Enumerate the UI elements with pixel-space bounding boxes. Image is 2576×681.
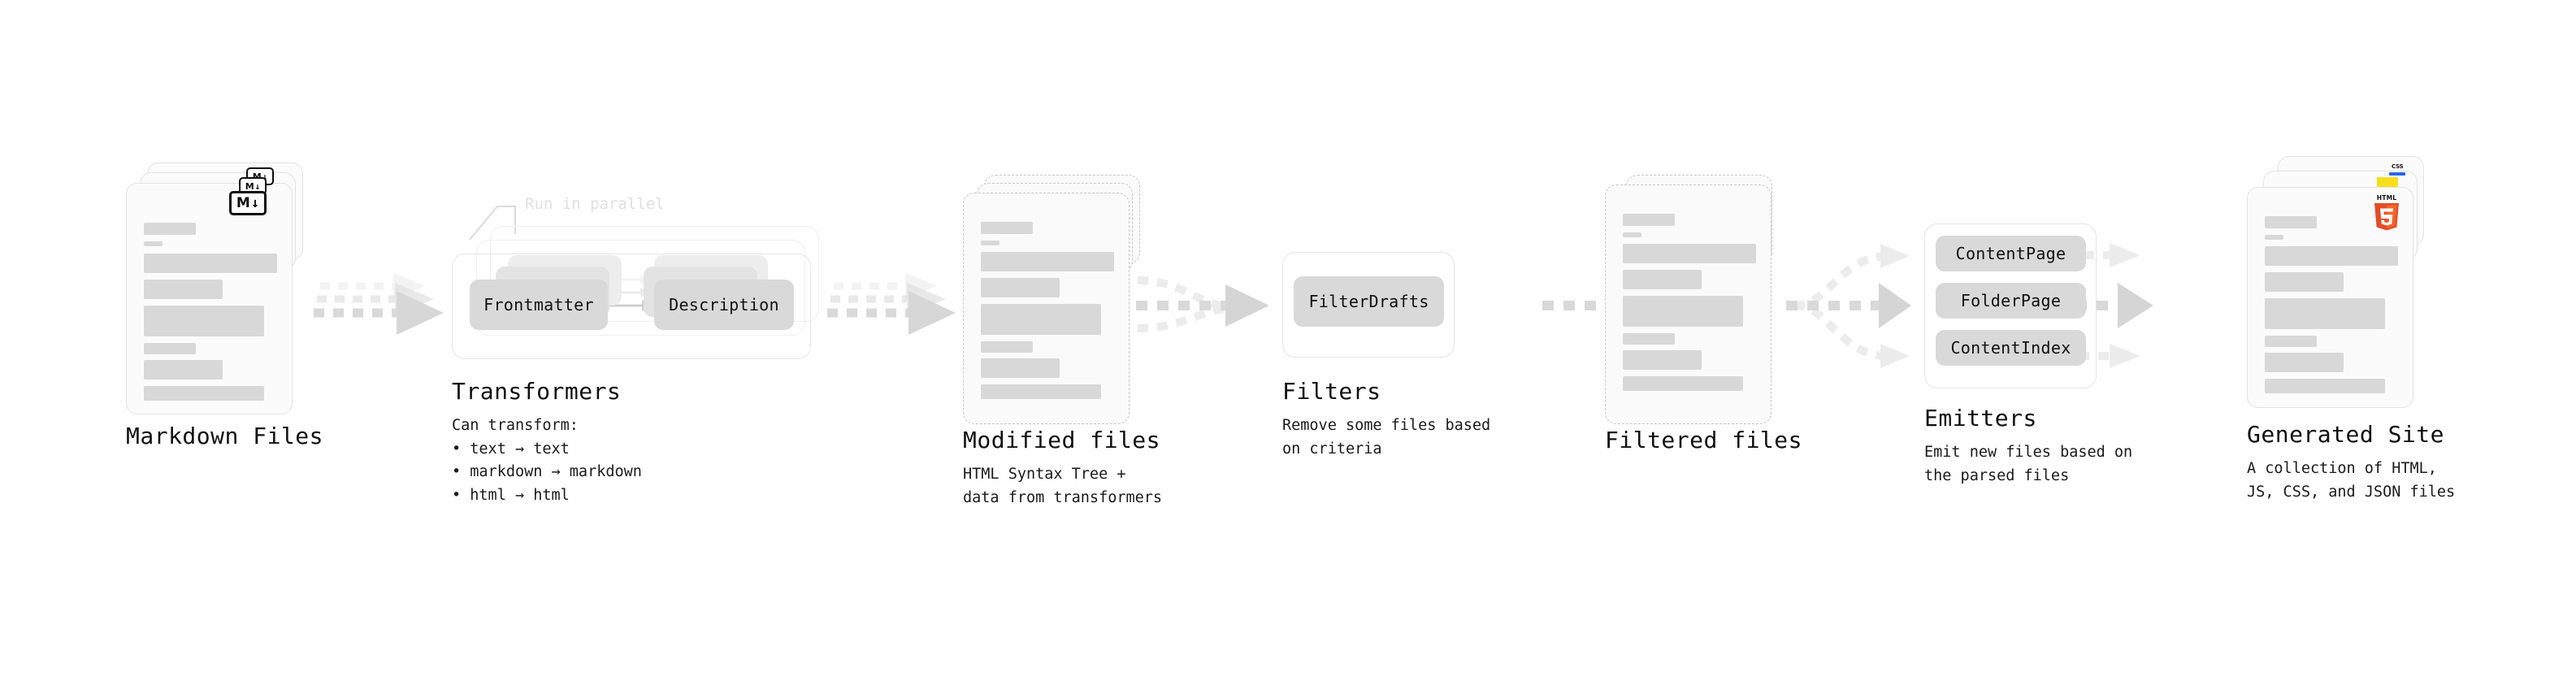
transformers-title: Transformers <box>452 378 622 405</box>
generated-site-title: Generated Site <box>2247 421 2445 448</box>
filtered-files-title: Filtered files <box>1605 427 1803 453</box>
skeleton-sub <box>1623 232 1641 237</box>
skeleton-line <box>144 386 264 401</box>
skeleton-line <box>144 343 196 354</box>
skeleton-sub <box>2265 235 2283 240</box>
skeleton-line <box>1623 270 1702 289</box>
arrow-markdown-to-transformers <box>314 273 444 335</box>
skeleton-line <box>2265 246 2398 266</box>
transformers-desc: Can transform: • text → text • markdown … <box>452 417 642 505</box>
emitter-chip-contentindex[interactable]: ContentIndex <box>1936 330 2086 366</box>
skeleton-line <box>144 280 223 299</box>
emitters-title: Emitters <box>1924 405 2037 432</box>
filters-desc: Remove some files based on criteria <box>1282 417 1491 458</box>
skeleton-line <box>981 304 1101 335</box>
generated-site-card-stack: CSS HTML <box>2247 156 2458 416</box>
skeleton-line <box>1623 376 1743 391</box>
markdown-badge-letter: M <box>236 194 250 211</box>
html5-shield-icon: HTML <box>2374 194 2399 231</box>
transformer-chip-description[interactable]: Description <box>654 280 794 330</box>
skeleton-line <box>981 341 1033 353</box>
skeleton-line <box>2265 272 2344 292</box>
skeleton-line <box>144 306 264 336</box>
skeleton-line <box>981 252 1114 271</box>
emitter-chip-folderpage[interactable]: FolderPage <box>1936 283 2086 319</box>
transformer-chip-frontmatter[interactable]: Frontmatter <box>470 280 608 330</box>
markdown-files-card-stack: M ↓ M ↓ M ↓ <box>126 163 321 414</box>
markdown-files-title: Markdown Files <box>126 423 324 449</box>
skeleton-title <box>144 223 196 235</box>
run-in-parallel-annotation: Run in parallel <box>525 195 665 213</box>
emitters-desc: Emit new files based on the parsed files <box>1924 444 2133 484</box>
markdown-badge-letter: M <box>245 180 254 192</box>
generated-site-desc: A collection of HTML, JS, CSS, and JSON … <box>2247 460 2456 501</box>
skeleton-line <box>981 384 1101 399</box>
css3-badge <box>2389 172 2405 176</box>
markdown-badge-letter: M <box>252 171 262 182</box>
skeleton-line <box>2265 336 2317 347</box>
skeleton-sub <box>981 241 1000 245</box>
modified-files-desc: HTML Syntax Tree + data from transformer… <box>963 466 1163 506</box>
transformers-box-front <box>452 254 811 359</box>
svg-text:HTML: HTML <box>2377 194 2396 202</box>
markdown-badge-arrow: ↓ <box>250 194 260 211</box>
modified-files-card-stack <box>963 175 1158 424</box>
skeleton-line <box>1623 333 1675 345</box>
skeleton-line <box>1623 296 1743 327</box>
js-badge <box>2377 177 2398 187</box>
skeleton-line <box>2265 379 2385 393</box>
arrow-filtered-to-emitters-split <box>1786 244 1911 368</box>
skeleton-title <box>981 222 1033 234</box>
emitters-box <box>1924 223 2097 388</box>
skeleton-line <box>2265 353 2344 372</box>
markdown-badge-front: M ↓ <box>229 191 267 215</box>
skeleton-sub <box>144 241 163 246</box>
skeleton-line <box>144 254 277 273</box>
skeleton-line <box>2265 298 2385 329</box>
filtered-files-card-stack <box>1605 175 1800 424</box>
filter-chip-filterdrafts[interactable]: FilterDrafts <box>1294 276 1444 327</box>
markdown-badge-arrow: ↓ <box>262 171 268 182</box>
skeleton-line <box>144 360 223 380</box>
html5-logo: HTML <box>2371 193 2402 234</box>
skeleton-line <box>981 358 1060 378</box>
filters-box <box>1282 252 1455 358</box>
filters-title: Filters <box>1282 378 1381 405</box>
css-badge-label: CSS <box>2392 163 2404 170</box>
emitter-chip-contentpage[interactable]: ContentPage <box>1936 236 2086 271</box>
skeleton-line <box>1623 244 1756 263</box>
arrow-transformers-to-modified <box>827 273 956 335</box>
skeleton-title <box>1623 214 1675 226</box>
skeleton-line <box>1623 350 1702 370</box>
skeleton-line <box>981 278 1060 297</box>
modified-files-title: Modified files <box>963 427 1161 453</box>
markdown-badge-arrow: ↓ <box>254 180 261 192</box>
skeleton-title <box>2265 216 2317 228</box>
